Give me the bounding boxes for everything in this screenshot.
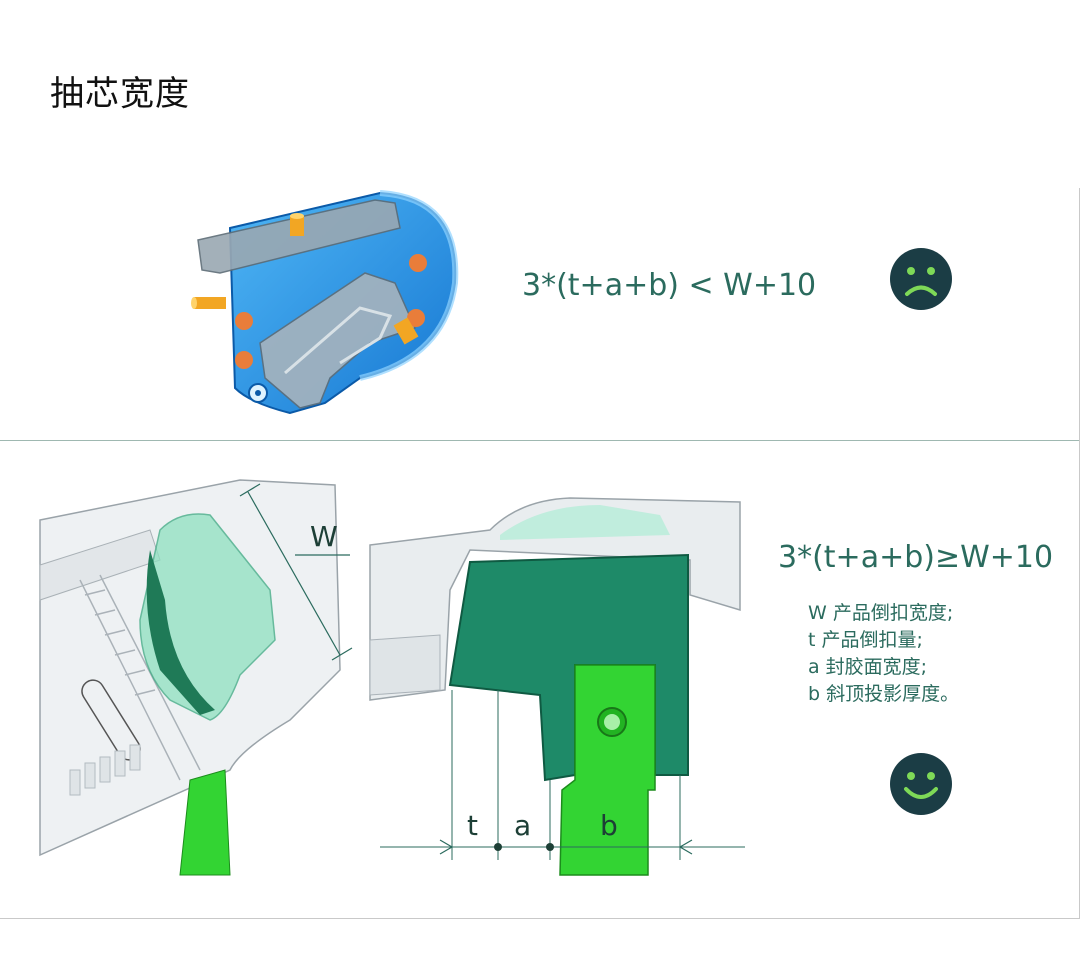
b-label: b bbox=[600, 809, 618, 842]
legend-item-t: t 产品倒扣量; bbox=[808, 629, 923, 651]
legend-item-b: b 斜顶投影厚度。 bbox=[808, 683, 960, 705]
top-part-illustration bbox=[191, 190, 459, 415]
page-title: 抽芯宽度 bbox=[50, 74, 190, 114]
w-label: W bbox=[310, 520, 338, 553]
legend-item-a: a 封胶面宽度; bbox=[808, 656, 928, 678]
cross-section-illustration: t a b bbox=[369, 497, 745, 876]
panel-divider bbox=[0, 440, 1079, 441]
variable-legend: W 产品倒扣宽度; t 产品倒扣量; a 封胶面宽度; b 斜顶投影厚度。 bbox=[808, 600, 959, 708]
formula-good-case: 3*(t+a+b)≥W+10 bbox=[778, 540, 1054, 575]
bottom-left-part-illustration: W bbox=[39, 479, 353, 876]
smiley-face-icon bbox=[890, 753, 952, 815]
legend-item-w: W 产品倒扣宽度; bbox=[808, 602, 954, 624]
formula-bad-case: 3*(t+a+b) < W+10 bbox=[522, 268, 817, 303]
a-label: a bbox=[514, 809, 531, 842]
t-label: t bbox=[467, 809, 478, 842]
sad-face-icon bbox=[890, 248, 952, 310]
